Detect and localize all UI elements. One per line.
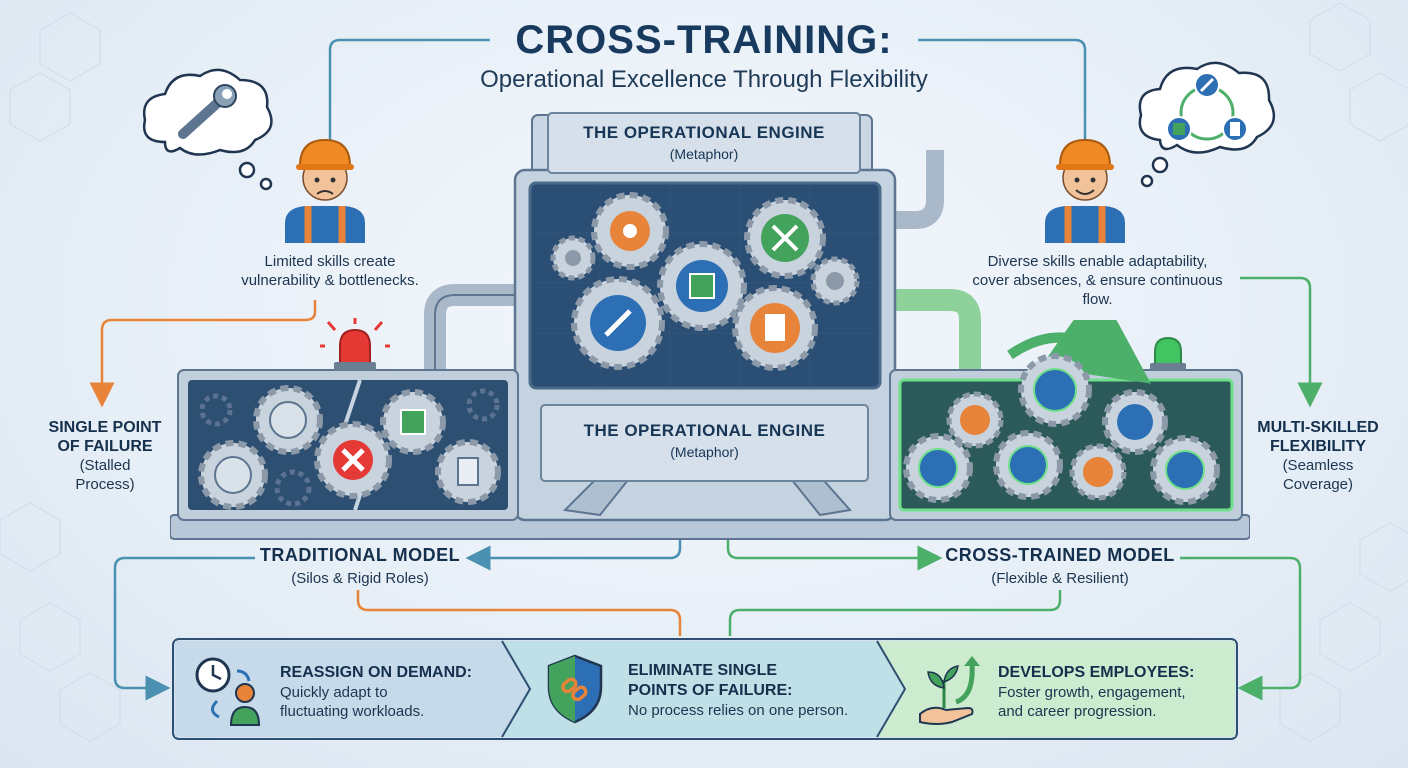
gear-orange-icon <box>591 192 669 270</box>
benefit-develops-head: DEVELOPS EMPLOYEES: <box>998 664 1195 681</box>
thought-bubble-right <box>1138 61 1276 188</box>
red-alarm-light-icon <box>320 318 390 371</box>
crosstrained-sub: (Flexible & Resilient) <box>991 570 1129 587</box>
center-gear-cluster <box>530 183 880 388</box>
gear-green-chip-icon <box>946 391 1004 449</box>
left-side-sub2: Process) <box>75 476 135 493</box>
cross-trained-model-label: CROSS-TRAINED MODEL (Flexible & Resilien… <box>935 545 1185 587</box>
right-side-sub1: (Seamless <box>1282 457 1354 474</box>
flowing-gear-cluster <box>903 320 1220 505</box>
stalled-gear-cluster <box>198 385 501 510</box>
engine-bottom-sub: (Metaphor) <box>670 444 739 460</box>
wrench-icon <box>178 84 237 139</box>
right-side-head1: MULTI-SKILLED <box>1257 419 1379 436</box>
benefit-reassign-text1: Quickly adapt to <box>280 684 388 701</box>
right-caption-line2: cover absences, & ensure continuous <box>972 272 1223 289</box>
green-status-light-icon <box>1150 336 1186 371</box>
right-side-sub2: Coverage) <box>1282 476 1354 493</box>
gear-wrench-gray-2-icon <box>198 440 268 510</box>
gear-broken-error-icon <box>314 421 392 499</box>
multi-skilled-flexibility-label: MULTI-SKILLED FLEXIBILITY (Seamless Cove… <box>1243 418 1393 494</box>
right-caption-line3: flow. <box>1082 291 1113 308</box>
gear-document-icon <box>732 285 818 371</box>
worker-happy-avatar <box>1045 138 1125 243</box>
gear-green-top-icon <box>1018 353 1092 427</box>
thought-bubble-left <box>142 68 273 191</box>
gear-green-wrench-icon <box>1102 389 1168 455</box>
chip-icon <box>1166 116 1192 142</box>
benefit-develops-text1: Foster growth, engagement, <box>998 684 1186 701</box>
document-icon <box>1222 116 1248 142</box>
gear-green-left-icon <box>903 433 973 503</box>
gear-blue-wrench-icon <box>571 276 665 370</box>
gear-green-doc-icon <box>1069 443 1127 501</box>
left-side-head2: OF FAILURE <box>57 438 153 455</box>
traditional-model-label: TRADITIONAL MODEL (Silos & Rigid Roles) <box>245 545 475 587</box>
benefit-eliminate-text1: No process relies on one person. <box>628 702 849 719</box>
engine-bottom-label-panel: THE OPERATIONAL ENGINE (Metaphor) <box>540 404 869 482</box>
single-point-failure-label: SINGLE POINT OF FAILURE (Stalled Process… <box>30 418 180 494</box>
left-side-head1: SINGLE POINT <box>48 419 162 436</box>
engine-top-label: THE OPERATIONAL ENGINE <box>583 123 825 142</box>
left-worker-caption: Limited skills create vulnerability & bo… <box>200 252 460 290</box>
gear-green-right-icon <box>1150 435 1220 505</box>
benefit-develops-text2: and career progression. <box>998 703 1157 720</box>
worker-stressed-avatar <box>285 138 365 243</box>
crosstrained-head: CROSS-TRAINED MODEL <box>945 545 1175 565</box>
shield-link-icon <box>547 654 603 724</box>
right-caption-line1: Diverse skills enable adaptability, <box>987 253 1208 270</box>
benefit-eliminate: ELIMINATE SINGLE POINTS OF FAILURE: No p… <box>628 661 898 720</box>
page-title: CROSS-TRAINING: <box>515 18 893 62</box>
left-caption-line2: vulnerability & bottlenecks. <box>241 272 419 289</box>
growth-plant-icon <box>919 656 980 725</box>
wrench-icon <box>1194 72 1220 98</box>
benefit-reassign: REASSIGN ON DEMAND: Quickly adapt to flu… <box>280 663 510 721</box>
gear-green-center-icon <box>993 430 1063 500</box>
right-side-head2: FLEXIBILITY <box>1270 438 1366 455</box>
benefit-eliminate-head1: ELIMINATE SINGLE <box>628 662 778 679</box>
traditional-head: TRADITIONAL MODEL <box>259 545 461 565</box>
left-caption-line1: Limited skills create <box>264 253 396 270</box>
benefit-reassign-text2: fluctuating workloads. <box>280 703 425 720</box>
left-side-sub1: (Stalled <box>79 457 131 474</box>
page-subtitle: Operational Excellence Through Flexibili… <box>480 66 928 93</box>
engine-top-sub: (Metaphor) <box>669 146 739 162</box>
traditional-sub: (Silos & Rigid Roles) <box>291 570 429 587</box>
gear-document-gray-icon <box>435 439 501 505</box>
engine-top-label-panel: THE OPERATIONAL ENGINE (Metaphor) <box>547 112 861 174</box>
benefit-develops: DEVELOPS EMPLOYEES: Foster growth, engag… <box>998 663 1228 721</box>
gear-small-left-icon <box>550 235 596 281</box>
benefit-reassign-head: REASSIGN ON DEMAND: <box>280 664 473 681</box>
gear-chip-gray-icon <box>380 389 446 455</box>
gear-wrench-gray-icon <box>253 385 323 455</box>
gear-chip-icon <box>657 241 747 331</box>
gear-small-right-icon <box>810 256 860 306</box>
benefits-banner <box>172 638 1238 740</box>
clock-person-icon <box>195 657 261 726</box>
engine-bottom-label: THE OPERATIONAL ENGINE <box>583 421 826 440</box>
gear-wrench-icon <box>744 197 826 279</box>
benefit-eliminate-head2: POINTS OF FAILURE: <box>628 682 793 699</box>
right-worker-caption: Diverse skills enable adaptability, cove… <box>940 252 1255 309</box>
